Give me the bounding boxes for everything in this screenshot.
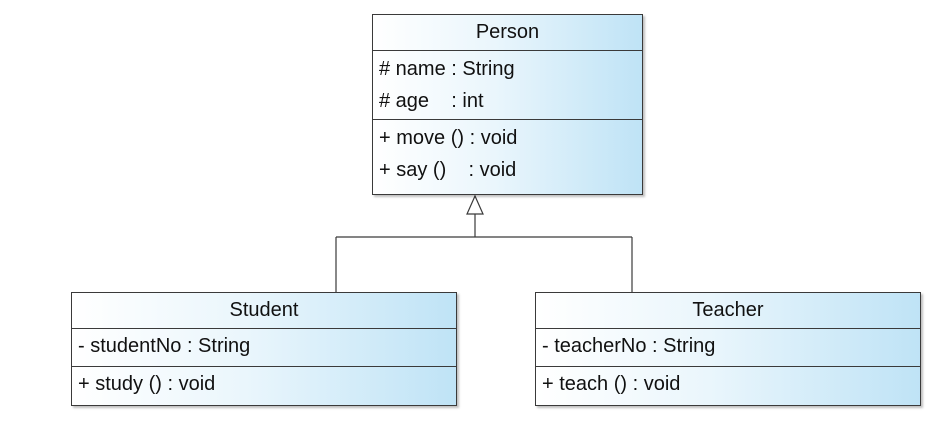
attribute-student-no: - studentNo : String	[78, 335, 251, 357]
class-person[interactable]: Person # name : String # age : int + mov…	[372, 14, 643, 195]
class-name: Student	[72, 293, 456, 329]
operations-compartment: + teach () : void	[536, 367, 920, 405]
operation-move: + move () : void	[379, 127, 518, 149]
attribute-name: # name : String	[379, 58, 515, 80]
attributes-compartment: - studentNo : String	[72, 329, 456, 367]
attributes-compartment: - teacherNo : String	[536, 329, 920, 367]
class-student[interactable]: Student - studentNo : String + study () …	[71, 292, 457, 406]
operations-compartment: + move () : void + say () : void	[373, 120, 642, 194]
operation-study: + study () : void	[78, 373, 216, 395]
class-name: Person	[373, 15, 642, 51]
operations-compartment: + study () : void	[72, 367, 456, 405]
attributes-compartment: # name : String # age : int	[373, 51, 642, 120]
class-teacher[interactable]: Teacher - teacherNo : String + teach () …	[535, 292, 921, 406]
inheritance-arrowhead-icon	[466, 194, 484, 215]
operation-teach: + teach () : void	[542, 373, 681, 395]
attribute-teacher-no: - teacherNo : String	[542, 335, 716, 357]
attribute-age: # age : int	[379, 90, 484, 112]
class-name: Teacher	[536, 293, 920, 329]
operation-say: + say () : void	[379, 159, 517, 181]
